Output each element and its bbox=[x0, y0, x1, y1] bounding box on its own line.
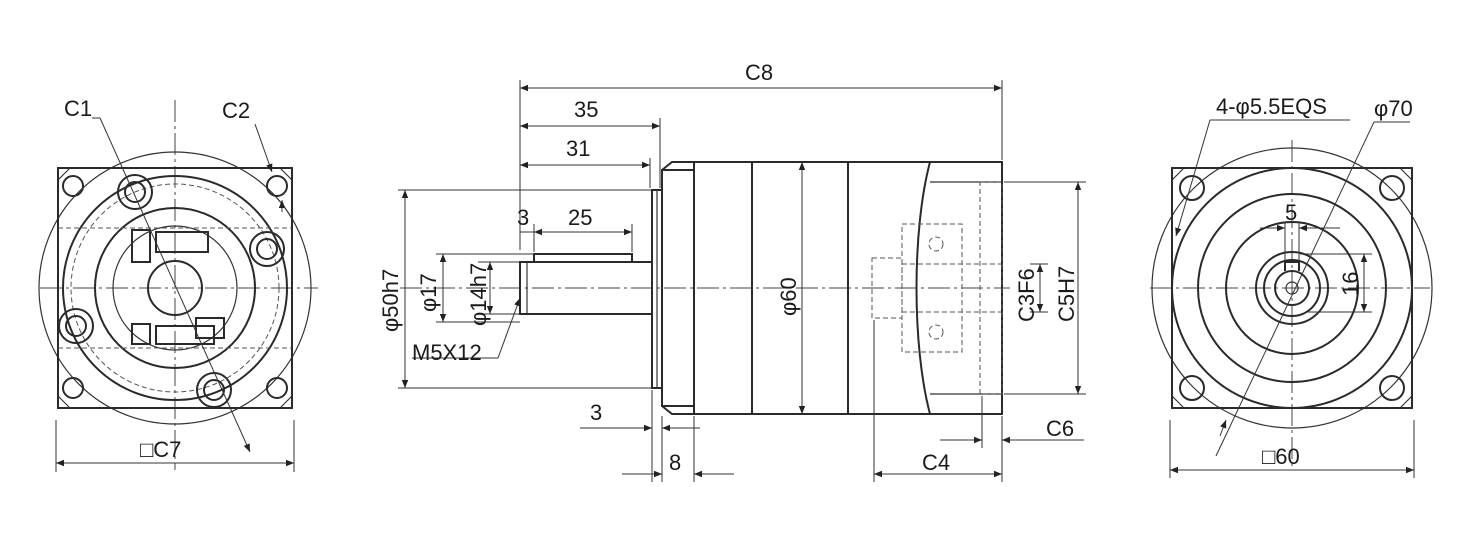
label-c6: C6 bbox=[1046, 416, 1074, 441]
label-31: 31 bbox=[566, 136, 590, 161]
label-phi60: φ60 bbox=[776, 277, 801, 316]
label-c1: C1 bbox=[64, 96, 92, 121]
label-m5x12: M5X12 bbox=[412, 340, 482, 365]
right-end-view: 5 16 4-φ5.5EQS φ70 □60 bbox=[1150, 94, 1433, 478]
label-holes: 4-φ5.5EQS bbox=[1216, 94, 1327, 119]
label-phi70: φ70 bbox=[1374, 96, 1413, 121]
label-key-5: 5 bbox=[1285, 200, 1297, 225]
label-3-top: 3 bbox=[517, 205, 529, 230]
label-c5h7: C5H7 bbox=[1054, 266, 1079, 322]
label-phi17: φ17 bbox=[416, 273, 441, 312]
label-3-bottom: 3 bbox=[590, 400, 602, 425]
label-c8: C8 bbox=[745, 60, 773, 85]
label-25: 25 bbox=[568, 205, 592, 230]
label-c3f6: C3F6 bbox=[1014, 268, 1039, 322]
label-key-16: 16 bbox=[1338, 272, 1363, 296]
label-8: 8 bbox=[669, 450, 681, 475]
label-square-60: □60 bbox=[1262, 444, 1300, 469]
label-square-c7: □C7 bbox=[140, 437, 181, 462]
label-phi50h7: φ50h7 bbox=[378, 269, 403, 332]
label-c4: C4 bbox=[922, 450, 950, 475]
side-view: C8 35 31 3 25 φ50h7 φ17 φ14h7 M5X12 bbox=[378, 60, 1086, 482]
label-35: 35 bbox=[574, 97, 598, 122]
label-phi14h7: φ14h7 bbox=[466, 263, 491, 326]
label-c2: C2 bbox=[222, 98, 250, 123]
left-end-view: C1 C2 □C7 bbox=[38, 96, 318, 472]
